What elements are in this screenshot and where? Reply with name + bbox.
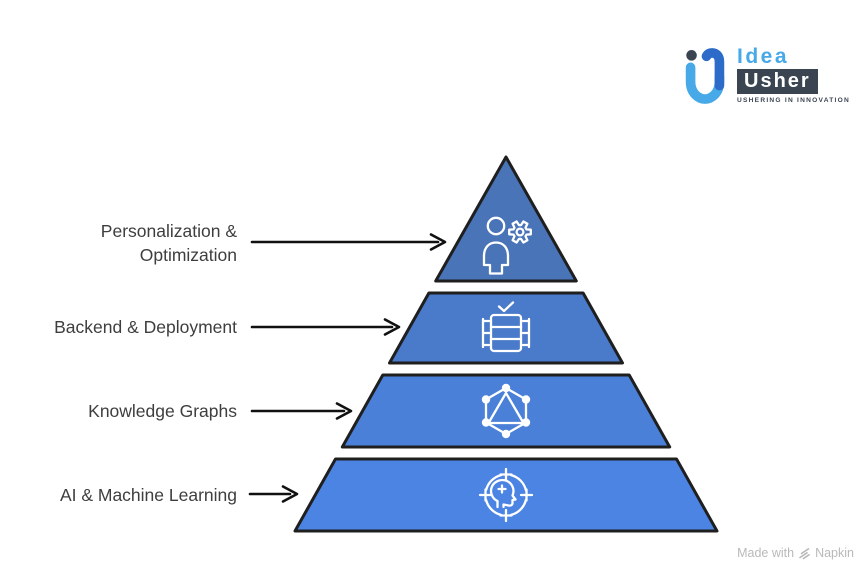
connector-arrows xyxy=(248,233,447,503)
arrow-ai xyxy=(248,485,299,503)
label-personalization-optimization: Personalization & Optimization xyxy=(100,221,237,265)
arrow-knowledge xyxy=(250,402,353,420)
idea-usher-u-icon xyxy=(685,48,725,104)
credit-prefix: Made with xyxy=(737,546,795,560)
arrow-backend xyxy=(250,318,401,336)
label-backend-deployment: Backend & Deployment xyxy=(54,317,237,337)
idea-usher-logo: Idea Usher USHERING IN INNOVATION xyxy=(680,46,850,106)
brand-name-idea: Idea xyxy=(737,45,790,68)
pyramid-level-personalization[interactable] xyxy=(434,155,578,283)
napkin-logo-icon xyxy=(799,547,810,559)
pyramid-level-ai[interactable] xyxy=(293,457,719,533)
made-with-napkin-credit[interactable]: Made with Napkin xyxy=(737,546,854,560)
label-knowledge-graphs: Knowledge Graphs xyxy=(88,401,237,421)
brand-name-usher: Usher xyxy=(737,69,818,94)
label-ai-machine-learning: AI & Machine Learning xyxy=(59,485,237,505)
brand-tagline: USHERING IN INNOVATION xyxy=(737,97,850,104)
person-gear-icon xyxy=(482,216,532,275)
credit-brand: Napkin xyxy=(815,546,854,560)
pyramid-level-knowledge[interactable] xyxy=(340,373,672,449)
arrow-personalization xyxy=(250,233,447,251)
server-deploy-icon xyxy=(481,301,531,353)
graph-network-icon xyxy=(481,383,531,439)
ai-head-target-icon xyxy=(478,467,534,523)
